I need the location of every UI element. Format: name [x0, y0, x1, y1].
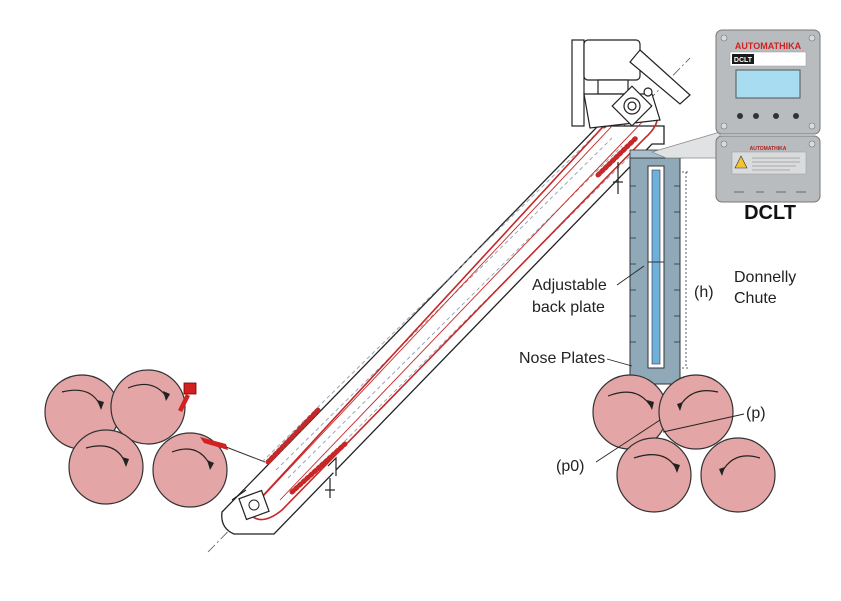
h-label: (h) — [694, 284, 714, 301]
arrowhead-icon — [677, 402, 683, 411]
device-button — [773, 113, 779, 119]
red-flap — [178, 394, 190, 412]
device-model: DCLT — [734, 57, 753, 64]
adjustable-leader — [616, 265, 645, 286]
device-button — [793, 113, 799, 119]
device-button — [737, 113, 743, 119]
p0-leader — [595, 419, 661, 463]
donnelly-label-line2: Chute — [734, 290, 777, 307]
p-label: (p) — [746, 405, 766, 422]
red-flap — [200, 437, 228, 450]
device-brand: AUTOMATHIKA — [735, 41, 802, 51]
arrowhead-icon — [122, 457, 129, 467]
left-rolls — [44, 369, 228, 508]
donnelly-chute — [629, 149, 683, 385]
roll — [616, 437, 692, 513]
arrowhead-icon — [673, 463, 680, 473]
roll — [700, 437, 776, 513]
adjustable-label-line1: Adjustable — [532, 277, 607, 294]
nose-plates-leader — [606, 358, 633, 367]
device-button — [753, 113, 759, 119]
donnelly-label-line1: Donnelly — [734, 269, 796, 286]
dclt-device: AUTOMATHIKA DCLT AUTOMATHIKA — [715, 29, 821, 203]
arrowhead-icon — [163, 391, 170, 401]
device-lower-brand: AUTOMATHIKA — [750, 146, 787, 152]
height-dimension — [682, 171, 690, 369]
roll — [658, 374, 734, 450]
rotation-arrow-icon — [127, 383, 167, 397]
arrowhead-icon — [719, 467, 725, 476]
support-pins — [325, 162, 623, 498]
adjustable-label-line2: back plate — [532, 299, 605, 316]
left-roll-arrowheads — [97, 391, 214, 470]
right-rolls — [592, 374, 776, 513]
device-screen — [735, 69, 801, 99]
tail-sprocket — [231, 489, 270, 521]
dclt-label: DCLT — [744, 202, 796, 224]
rotation-arrow-icon — [607, 391, 651, 406]
red-marker-icon — [183, 382, 197, 395]
pickup-line — [225, 446, 266, 463]
p-leader — [662, 413, 745, 433]
arrowhead-icon — [647, 400, 654, 410]
warning-icon — [734, 155, 748, 169]
arrowhead-icon — [207, 460, 214, 470]
nose-plates-label: Nose Plates — [519, 350, 605, 367]
p0-label: (p0) — [556, 458, 584, 475]
roll — [152, 432, 228, 508]
roll — [110, 369, 186, 445]
arrowhead-icon — [97, 400, 104, 410]
roll — [68, 429, 144, 505]
right-roll-arrowheads — [647, 400, 725, 476]
drive-motor — [571, 39, 691, 129]
